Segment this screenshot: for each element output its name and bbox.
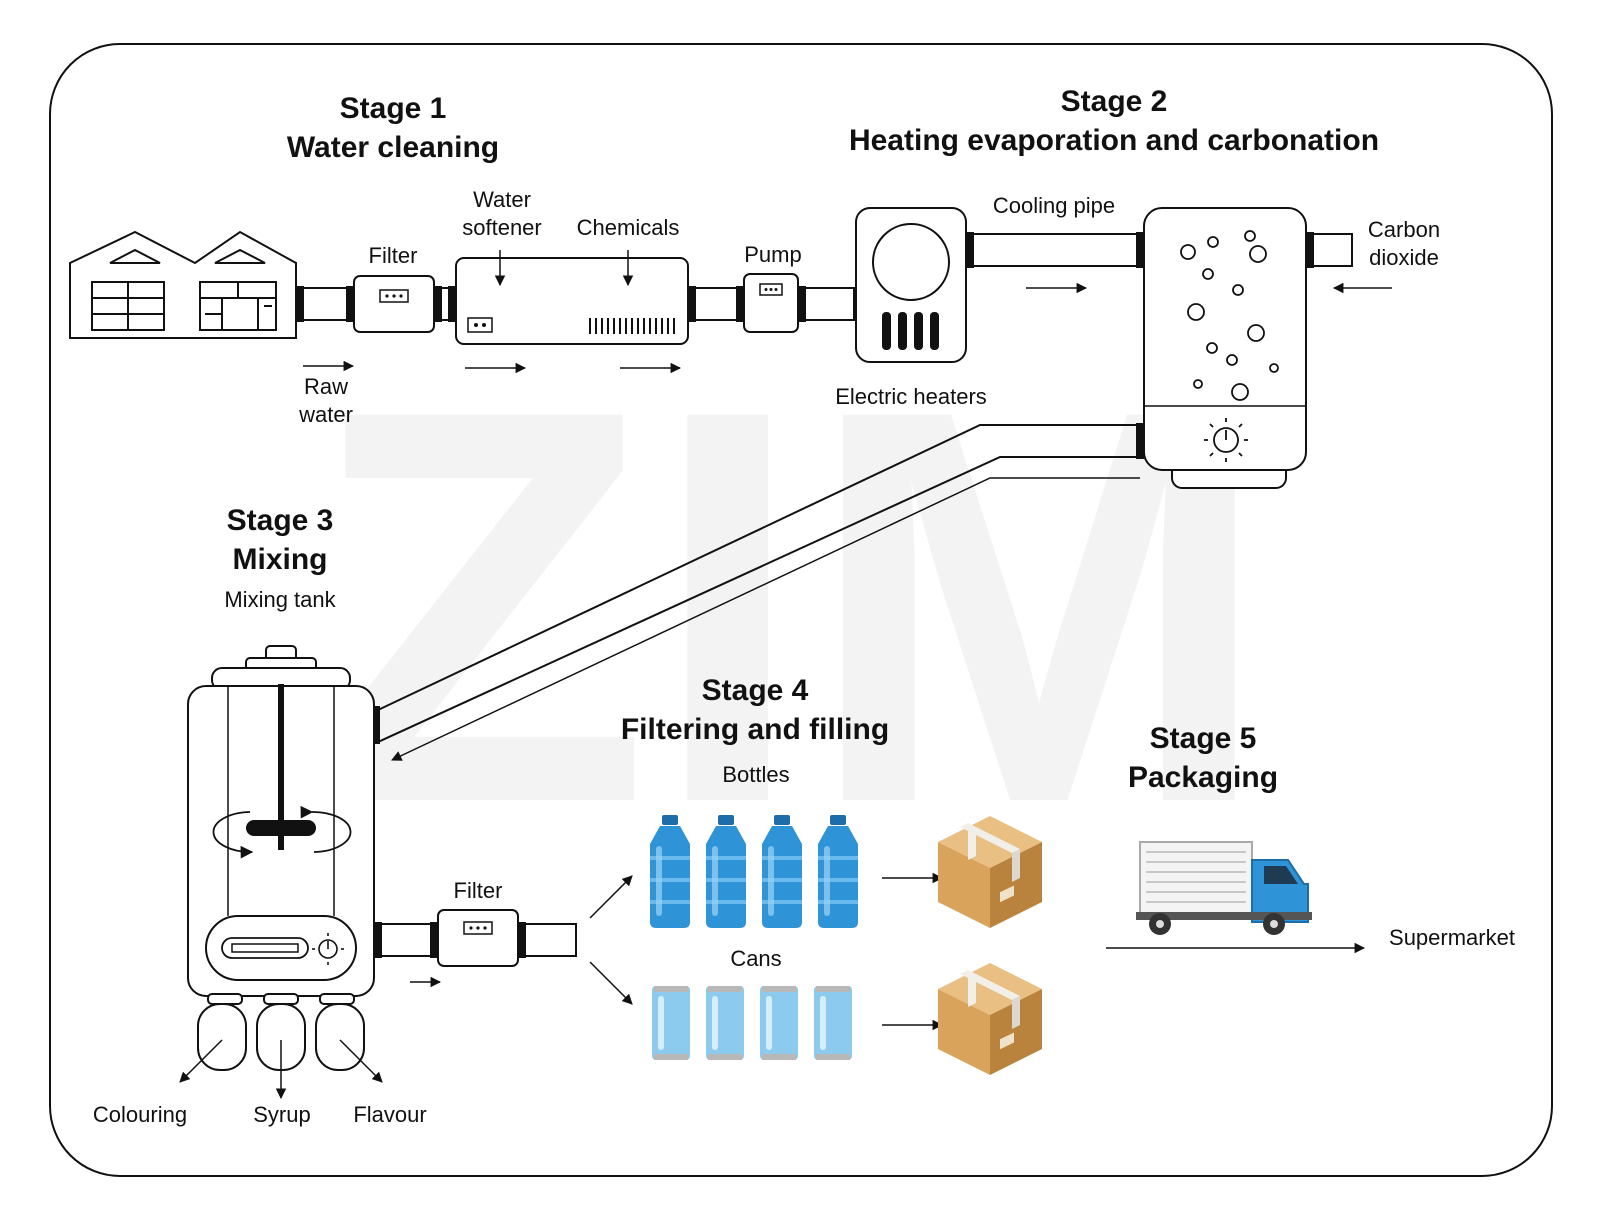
cooling-pipe	[965, 232, 1145, 268]
stage3-subtitle: Mixing	[233, 543, 328, 576]
colouring-label: Colouring	[93, 1102, 187, 1127]
bottle-icon	[706, 815, 746, 928]
stage5-title: Stage 5	[1150, 722, 1257, 755]
filter-1-label: Filter	[369, 243, 418, 268]
pipe-segment	[517, 922, 577, 958]
watermark: ZIM	[308, 293, 1272, 919]
stage3-title: Stage 3	[227, 504, 334, 537]
cans-label: Cans	[730, 946, 781, 971]
stage1-title: Stage 1	[340, 92, 447, 125]
bubble-icon	[1180, 230, 1279, 401]
pump-icon	[743, 273, 799, 333]
flavour-arrow	[339, 1039, 383, 1083]
pipe-segment	[797, 286, 855, 322]
filter-1-icon	[353, 275, 435, 333]
can-icon	[760, 986, 798, 1060]
factory-icon	[69, 230, 297, 339]
to-cans-arrow	[589, 961, 633, 1005]
supermarket-label: Supermarket	[1389, 925, 1515, 950]
box-icon	[938, 816, 1042, 928]
pipe-segment	[687, 286, 745, 322]
chemicals-label: Chemicals	[577, 215, 680, 240]
dial-icon	[312, 933, 344, 965]
raw-water-label-line2: water	[298, 402, 353, 427]
syrup-label: Syrup	[253, 1102, 310, 1127]
can-icon	[706, 986, 744, 1060]
transfer-pipe	[372, 423, 1144, 761]
bottle-icon	[650, 815, 690, 928]
electric-heaters-label: Electric heaters	[835, 384, 987, 409]
stage2-subtitle: Heating evaporation and carbonation	[849, 124, 1379, 157]
bottle-icon	[818, 815, 858, 928]
carbonation-tank	[1143, 207, 1307, 489]
water-softener-tank	[455, 257, 689, 345]
carbon-dioxide-label-line2: dioxide	[1369, 245, 1439, 270]
stage4-title: Stage 4	[702, 674, 809, 707]
can-icon	[814, 986, 852, 1060]
pump-label: Pump	[744, 242, 801, 267]
to-bottles-arrow	[589, 875, 633, 919]
flavour-label: Flavour	[353, 1102, 426, 1127]
truck-icon	[1136, 841, 1312, 935]
carbon-dioxide-label-line1: Carbon	[1368, 217, 1440, 242]
mixing-tank-label: Mixing tank	[224, 587, 336, 612]
cans-group	[652, 986, 852, 1060]
filter-2-label: Filter	[454, 878, 503, 903]
colouring-arrow	[179, 1039, 223, 1083]
pipe-segment	[433, 286, 457, 322]
stage4-subtitle: Filtering and filling	[621, 713, 889, 746]
bottle-icon	[762, 815, 802, 928]
filter-2-icon	[437, 909, 519, 967]
electric-heater-icon	[855, 207, 967, 363]
cooling-pipe-label: Cooling pipe	[993, 193, 1115, 218]
co2-inlet-pipe	[1305, 232, 1353, 268]
raw-water-label-line1: Raw	[304, 374, 348, 399]
stage5-subtitle: Packaging	[1128, 761, 1278, 794]
bottles-group	[650, 815, 858, 928]
stage2-title: Stage 2	[1061, 85, 1168, 118]
box-icon	[938, 963, 1042, 1075]
pipe-segment	[295, 286, 355, 322]
mixing-tank	[187, 645, 375, 1071]
bottles-label: Bottles	[722, 762, 789, 787]
dial-icon	[1204, 418, 1248, 462]
stage1-subtitle: Water cleaning	[287, 131, 499, 164]
water-softener-label-line1: Water	[473, 187, 531, 212]
water-softener-label-line2: softener	[462, 215, 542, 240]
can-icon	[652, 986, 690, 1060]
pipe-segment	[373, 922, 439, 958]
outer-frame	[49, 43, 1553, 1177]
